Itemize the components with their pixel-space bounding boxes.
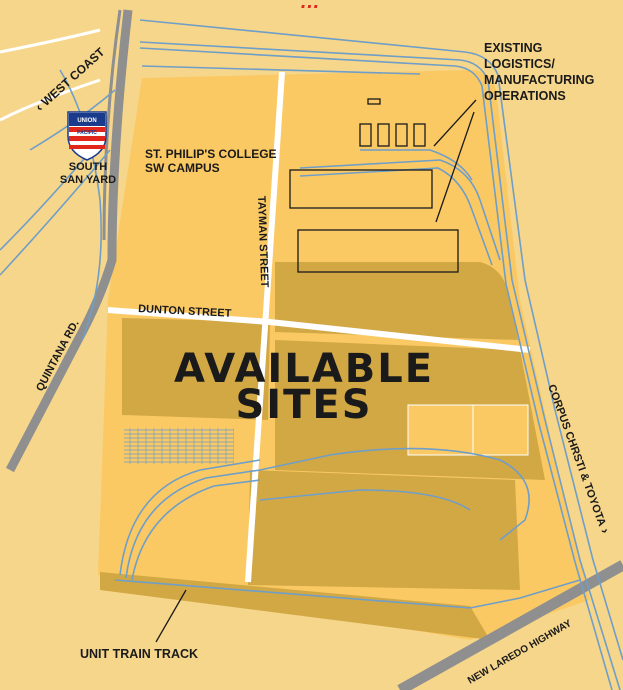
existing-buildings: [289, 98, 459, 273]
label-unit-train-track: UNIT TRAIN TRACK: [80, 647, 198, 661]
label-existing-1: EXISTING: [484, 41, 542, 55]
site-roads: [0, 28, 101, 122]
available-site-bottom: [248, 470, 520, 590]
label-college-1: ST. PHILIP'S COLLEGE: [145, 147, 277, 161]
svg-text:UNION: UNION: [77, 118, 96, 124]
new-laredo-highway: [397, 560, 623, 690]
highway-i35-ramp: [102, 9, 122, 241]
unit-train-leader: [155, 589, 187, 643]
rail-lines: [0, 19, 623, 690]
existing-leader-lines: [433, 99, 477, 223]
label-tayman-street: TAYMAN STREET: [255, 196, 270, 288]
label-existing-3: MANUFACTURING: [484, 73, 594, 87]
label-available-2: SITES: [235, 382, 372, 428]
rail-yard: [124, 428, 234, 464]
label-available-1: AVAILABLE: [174, 346, 434, 392]
available-site-left: [122, 318, 270, 420]
available-site-center: [275, 262, 518, 340]
label-existing-2: LOGISTICS/: [484, 57, 555, 71]
header-partial: …: [300, 0, 320, 13]
tayman-street: [245, 71, 285, 583]
label-existing-4: OPERATIONS: [484, 89, 566, 103]
unit-train-strip: [100, 572, 490, 640]
label-south-san-yard-2: SAN YARD: [60, 174, 116, 186]
label-dunton-street: DUNTON STREET: [138, 303, 232, 320]
parcel-light-1: [407, 404, 474, 456]
svg-text:PACIFIC: PACIFIC: [77, 130, 97, 136]
label-college-2: SW CAMPUS: [145, 161, 220, 175]
label-south-san-yard-1: SOUTH: [69, 161, 108, 173]
dunton-street: [107, 307, 531, 353]
union-pacific-shield-icon: UNION PACIFIC: [67, 111, 107, 161]
parcel-light-2: [472, 404, 529, 456]
